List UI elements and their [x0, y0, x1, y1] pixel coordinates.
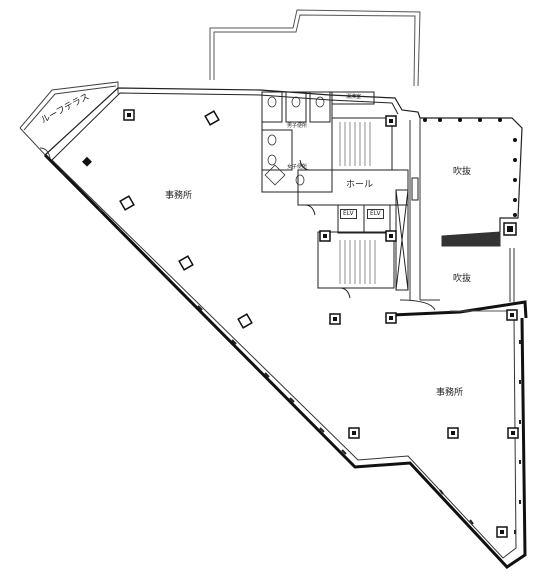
facade-mullions — [61, 171, 521, 534]
void-railing-dots — [423, 118, 517, 217]
elevator-a-label: ELV — [340, 209, 357, 219]
void-area — [399, 118, 515, 311]
office-left-label: 事務所 — [165, 191, 193, 201]
mens-wc-label: 男子便所 — [287, 123, 308, 129]
elevator-b-label: ELV — [367, 209, 384, 219]
column-fills — [82, 113, 515, 534]
hall-label: ホール — [346, 180, 374, 190]
void-bottom-label: 吹抜 — [453, 274, 472, 284]
kitchen-label: 湯沸室 — [346, 94, 362, 100]
womens-wc-label: 女子便所 — [287, 164, 308, 170]
exterior-wall — [43, 87, 528, 569]
core — [261, 91, 419, 299]
toilet-fixtures — [264, 96, 325, 186]
roof-terrace — [19, 81, 119, 159]
office-right-label: 事務所 — [436, 388, 464, 398]
rooftop-outline — [209, 9, 421, 87]
void-top-label: 吹抜 — [453, 167, 472, 177]
